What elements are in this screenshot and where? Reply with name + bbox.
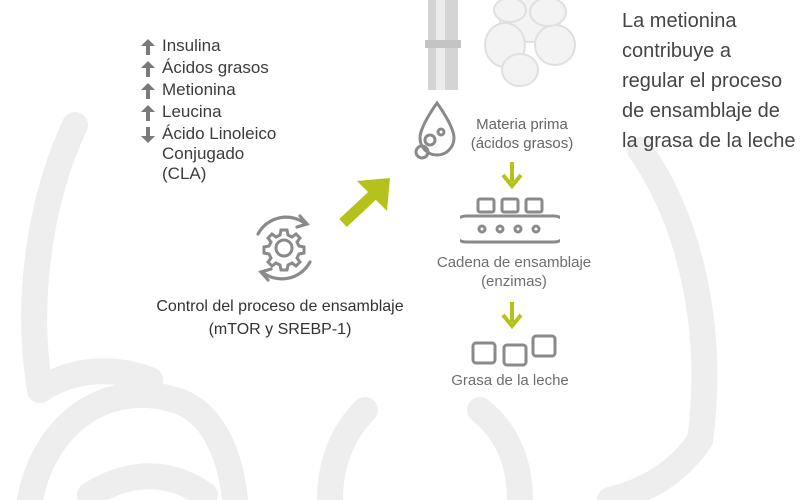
down-arrow-icon: [501, 162, 523, 190]
vessel-tube: [425, 0, 461, 90]
factor-label: Insulina: [162, 36, 221, 55]
arrow-up-icon: [140, 56, 162, 78]
factor-label: Ácido Linoleico Conjugado (CLA): [162, 124, 277, 183]
fat-blocks-icon: [471, 334, 557, 367]
diagonal-arrow-icon: [339, 178, 390, 228]
factor-list: Insulina Ácidos grasos Metionina Leucina…: [140, 34, 292, 184]
droplet-icon: [414, 100, 456, 160]
factor-label: Metionina: [162, 80, 236, 99]
factor-item-metionina: Metionina: [140, 78, 292, 100]
headline: La metionina contribuye a regular el pro…: [622, 10, 796, 152]
arrow-up-icon: [140, 78, 162, 100]
arrow-up-icon: [140, 34, 162, 56]
control-line1: Control del proceso de ensamblaje: [156, 298, 404, 315]
factor-item-acidos-grasos: Ácidos grasos: [140, 56, 292, 78]
raw-material-line2: (ácidos grasos): [470, 135, 574, 152]
control-line2: (mTOR y SREBP-1): [208, 321, 352, 338]
assembly-chain-label: Cadena de ensamblaje (enzimas): [425, 253, 603, 291]
raw-material-line1: Materia prima: [476, 116, 568, 133]
cell-cluster: [484, 0, 576, 87]
assembly-chain-line2: (enzimas): [481, 273, 547, 290]
down-arrow-icon: [501, 302, 523, 330]
assembly-control-label: Control del proceso de ensamblaje (mTOR …: [150, 295, 410, 341]
raw-material-label: Materia prima (ácidos grasos): [462, 115, 582, 153]
factor-label: Ácidos grasos: [162, 58, 269, 77]
milk-fat-label: Grasa de la leche: [451, 372, 569, 389]
factor-item-leucina: Leucina: [140, 100, 292, 122]
factor-item-cla: Ácido Linoleico Conjugado (CLA): [140, 122, 292, 184]
arrow-up-icon: [140, 100, 162, 122]
factor-item-insulina: Insulina: [140, 34, 292, 56]
gear-cycle-icon: [256, 214, 312, 282]
assembly-chain-line1: Cadena de ensamblaje: [436, 254, 592, 271]
conveyor-belt-icon: [460, 197, 560, 244]
factor-label: Leucina: [162, 102, 222, 121]
arrow-down-icon: [140, 122, 162, 144]
